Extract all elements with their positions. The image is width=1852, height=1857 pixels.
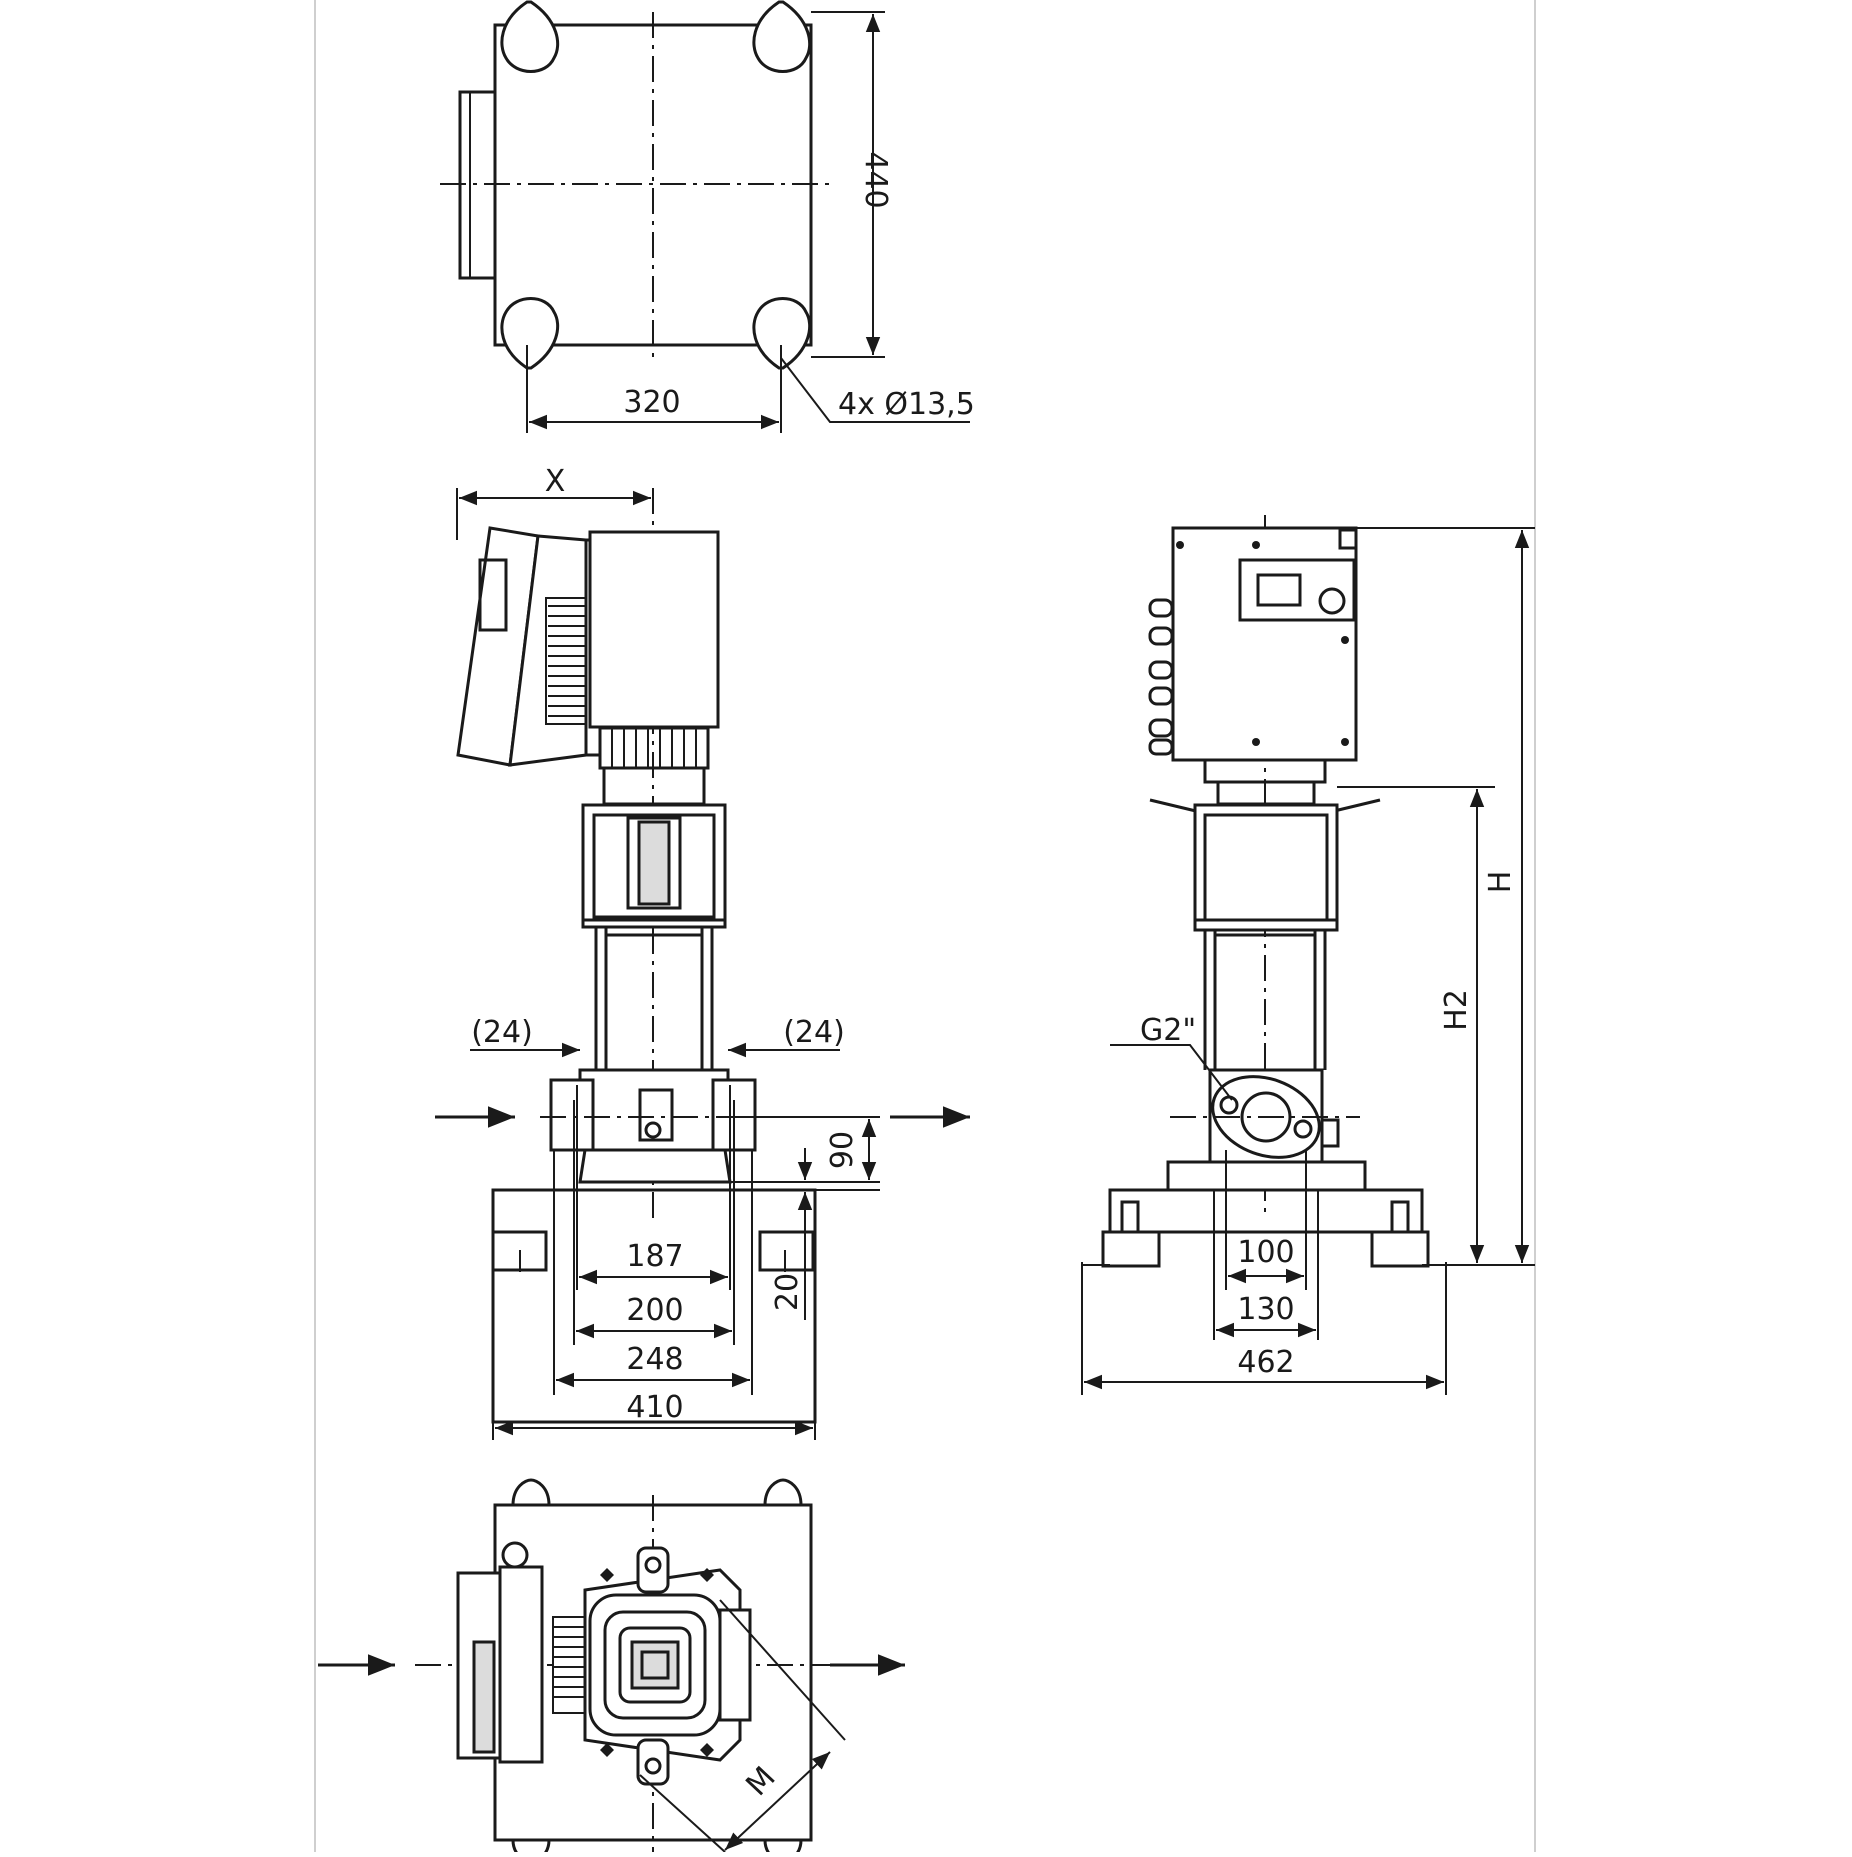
- dim-width-320: 320: [623, 385, 680, 420]
- dim-462: 462: [1237, 1345, 1294, 1380]
- bolt-icon: [700, 1568, 714, 1582]
- bolt-icon: [600, 1743, 614, 1757]
- dim-base-height-20: 20: [770, 1273, 805, 1311]
- side-view-pump: [1081, 515, 1535, 1395]
- bolt-icon: [700, 1743, 714, 1757]
- mount-hole-icon: [500, 297, 560, 370]
- dim-410: 410: [626, 1390, 683, 1425]
- dim-holes: 4x Ø13,5: [838, 387, 975, 422]
- mount-hole-icon: [752, 297, 812, 370]
- dim-200: 200: [626, 1293, 683, 1328]
- top-view-base-plate: [440, 0, 970, 433]
- plan-view-pump: [318, 1478, 905, 1857]
- bolt-icon: [600, 1568, 614, 1582]
- dim-depth-440: 440: [858, 151, 893, 208]
- cable-gland-icon: [1148, 598, 1174, 756]
- dim-gap-left: (24): [471, 1015, 533, 1050]
- dim-port-height-90: 90: [825, 1131, 860, 1169]
- mount-hole-icon: [752, 0, 812, 73]
- dim-height-h: H: [1483, 871, 1518, 894]
- dim-gap-right: (24): [783, 1015, 845, 1050]
- dim-100: 100: [1237, 1235, 1294, 1270]
- label-connection-g2: G2": [1140, 1013, 1196, 1048]
- dim-248: 248: [626, 1342, 683, 1377]
- dim-motor-x: X: [545, 464, 566, 499]
- mount-hole-icon: [500, 0, 560, 73]
- dim-motor-m: M: [739, 1760, 782, 1803]
- front-view-pump: [435, 488, 970, 1440]
- dim-height-h2: H2: [1439, 989, 1474, 1031]
- dim-187: 187: [626, 1239, 683, 1274]
- dim-130: 130: [1237, 1292, 1294, 1327]
